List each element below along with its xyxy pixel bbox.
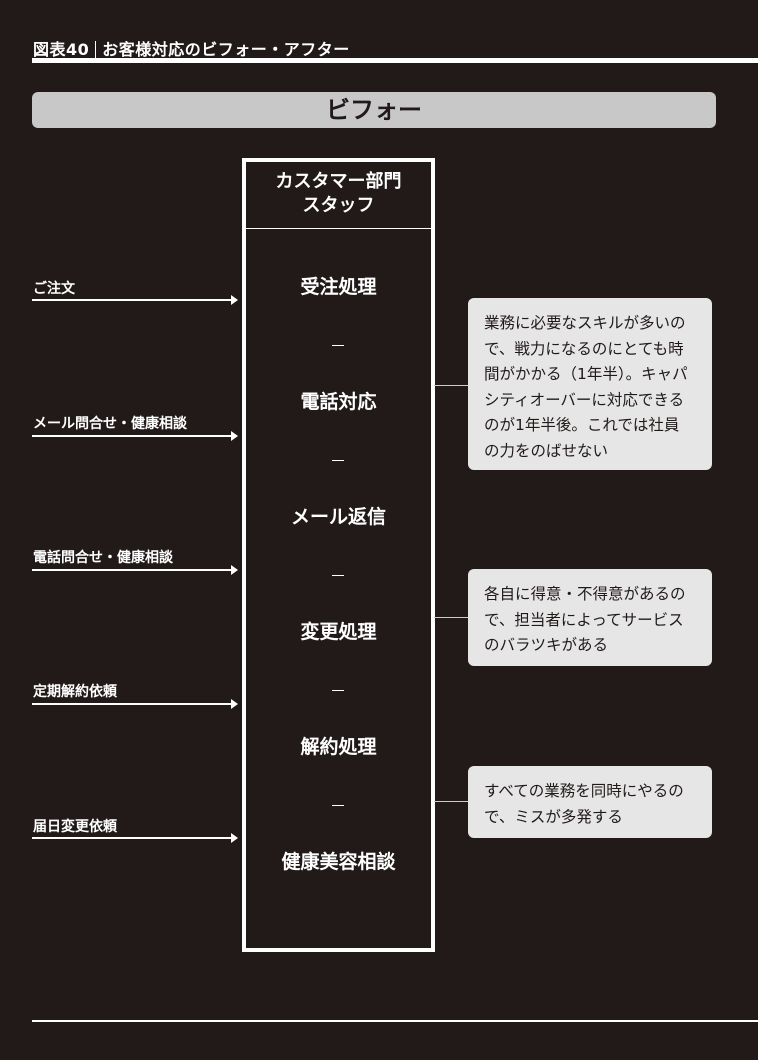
staff-heading: カスタマー部門 スタッフ <box>246 162 431 229</box>
staff-heading-line: スタッフ <box>302 195 375 216</box>
note-box: すべての業務を同時にやるの で、ミスが多発する <box>468 766 712 838</box>
input-label: ご注文 <box>33 281 75 297</box>
note-line: のが1年半後。これでは社員 <box>484 416 680 434</box>
task-item: 電話対応 <box>300 391 377 413</box>
input-arrow <box>32 295 238 305</box>
figure-title: 図表40 お客様対応のビフォー・アフター <box>33 36 350 61</box>
input-label: メール問合せ・健康相談 <box>33 416 187 432</box>
task-divider <box>332 805 344 806</box>
note-connector <box>434 385 468 386</box>
note-line: で、担当者によってサービス <box>484 610 684 629</box>
task-item: 健康美容相談 <box>281 851 396 873</box>
input-arrow <box>32 699 238 709</box>
figure-number: 図表40 <box>33 40 90 59</box>
figure-title-text: お客様対応のビフォー・アフター <box>102 40 350 59</box>
note-line: 間がかかる（1年半）。キャパ <box>484 365 688 383</box>
task-divider <box>332 345 344 346</box>
note-connector <box>434 801 468 802</box>
note-line: で、ミスが多発する <box>484 807 623 826</box>
note-line: 業務に必要なスキルが多いの <box>484 314 686 332</box>
note-line: のバラツキがある <box>484 636 609 654</box>
note-box: 各自に得意・不得意があるの で、担当者によってサービス のバラツキがある <box>468 569 712 666</box>
note-line: の力をのばせない <box>484 441 609 460</box>
input-arrow <box>32 431 238 441</box>
task-divider <box>332 575 344 576</box>
title-separator <box>95 40 97 61</box>
task-item: 解約処理 <box>300 736 377 758</box>
input-label: 電話問合せ・健康相談 <box>33 550 173 566</box>
staff-box: カスタマー部門 スタッフ 受注処理 電話対応 メール返信 変更処理 解約処理 健… <box>242 158 435 952</box>
note-connector <box>434 617 468 618</box>
note-line: で、戦力になるのにとても時 <box>484 339 684 358</box>
task-item: 変更処理 <box>300 621 377 643</box>
task-item: 受注処理 <box>300 276 377 298</box>
note-line: すべての業務を同時にやるの <box>484 782 684 800</box>
note-box: 業務に必要なスキルが多いの で、戦力になるのにとても時 間がかかる（1年半）。キ… <box>468 298 712 470</box>
input-arrow <box>32 565 238 575</box>
task-item: メール返信 <box>290 506 386 528</box>
note-line: シティオーバーに対応できる <box>484 390 685 409</box>
task-divider <box>332 460 344 461</box>
task-divider <box>332 690 344 691</box>
section-banner: ビフォー <box>32 92 716 128</box>
input-label: 届日変更依頼 <box>33 819 117 835</box>
input-label: 定期解約依頼 <box>33 684 117 700</box>
staff-heading-line: カスタマー部門 <box>275 171 402 192</box>
note-line: 各自に得意・不得意があるの <box>484 585 686 603</box>
bottom-rule <box>32 1020 758 1022</box>
input-arrow <box>32 833 238 843</box>
top-rule <box>32 58 758 63</box>
